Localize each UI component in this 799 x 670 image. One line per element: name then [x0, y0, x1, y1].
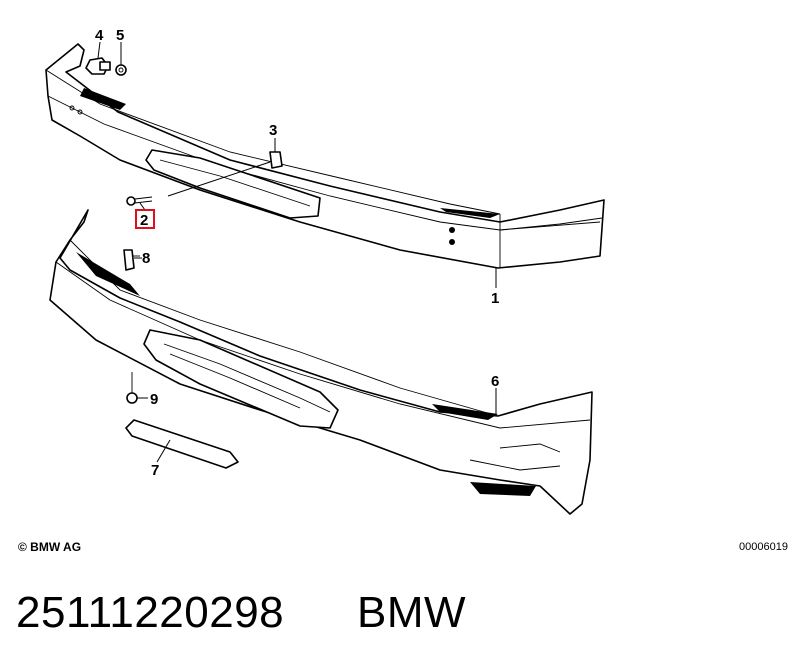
callout-9: 9 [150, 391, 158, 408]
clip-part-8 [123, 249, 140, 271]
clip-part-3 [269, 151, 283, 169]
bumper-carrier-part-1 [45, 43, 605, 269]
brand-caption: BMW [357, 588, 467, 637]
callout-4: 4 [95, 27, 104, 44]
nut-part-5 [115, 64, 127, 76]
copyright-label: © BMW AG [18, 540, 82, 554]
trim-strip-part-7 [125, 419, 239, 469]
callout-5: 5 [116, 27, 124, 44]
callout-6: 6 [491, 373, 499, 390]
callout-3: 3 [269, 122, 277, 139]
callout-1: 1 [491, 290, 499, 307]
exploded-parts-diagram: 4 5 3 2 8 1 6 9 7 [45, 27, 605, 515]
callout-7: 7 [151, 462, 159, 479]
image-code-label: 00006019 [739, 541, 788, 553]
callout-8: 8 [142, 250, 150, 267]
leader-lines [97, 41, 497, 463]
bolt-part-9 [126, 372, 138, 404]
callout-2-highlight-box [135, 209, 155, 229]
screw-part-2 [126, 196, 153, 206]
fastener-part-4 [85, 57, 111, 75]
bumper-cover-part-6 [49, 209, 593, 515]
part-number-caption: 25111220298 [16, 588, 285, 637]
callout-2: 2 [140, 212, 148, 229]
